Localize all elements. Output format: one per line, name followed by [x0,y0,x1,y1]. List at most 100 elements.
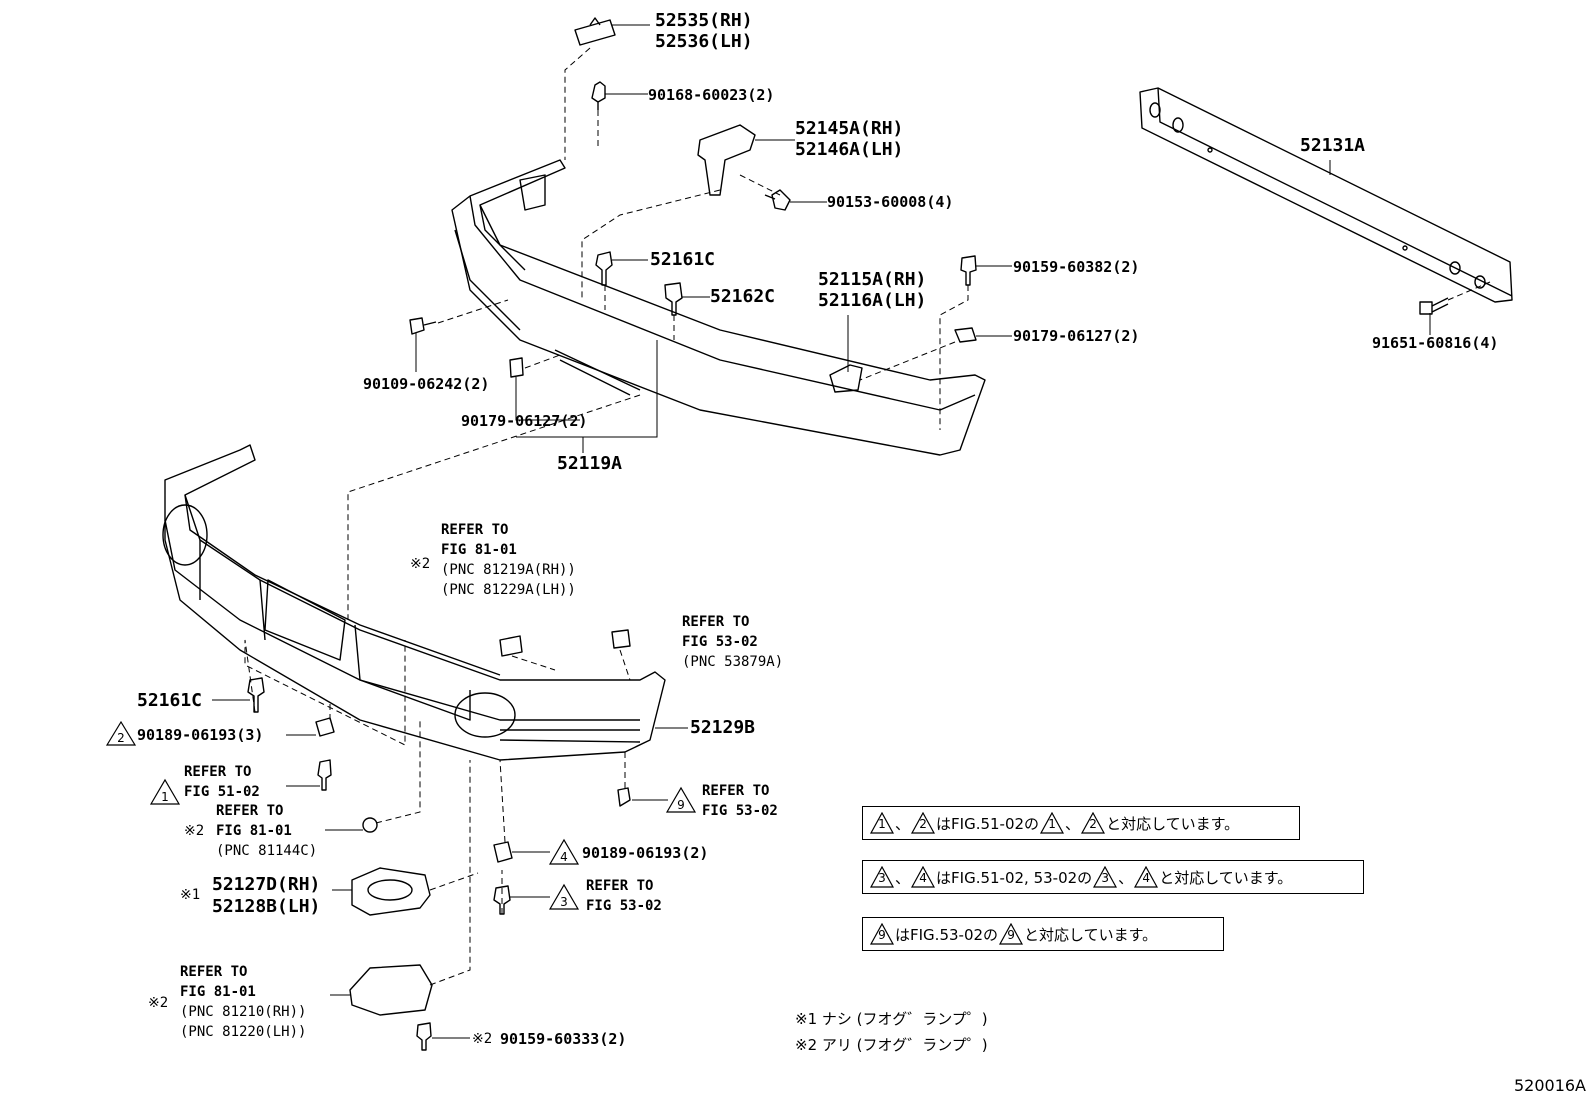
refer-line: (PNC 81144C) [216,843,318,859]
bumper-reinforcement-52131A [1139,87,1513,303]
refer-line: (PNC 53879A) [682,654,784,670]
assembly-lines [244,47,1491,986]
bolt-90168 [591,81,606,110]
tri-label-2: 2 [117,731,125,745]
label-52127D: 52127D(RH) [212,874,321,895]
refer-line: (PNC 81220(LH)) [180,1024,307,1040]
bracket-52115A [829,364,863,393]
clip-52162C [664,282,683,316]
fog-lamp-81210 [349,964,433,1016]
label-52145A: 52145A(RH) [795,118,904,139]
clip-52161C-upper [595,251,613,286]
kome-mark-2-d: ※2 [472,1031,493,1047]
bolt-fig-53-02-b [493,885,511,915]
figure-id: 520016A [1513,1076,1586,1095]
kome-mark-1: ※1 [180,887,201,903]
leader-lines [212,24,1431,1039]
triangle-9-icon: 9 [870,923,894,945]
kome-mark-2-a: ※2 [410,556,431,572]
refer-line: FIG 81-01 [216,823,292,839]
triangle-markers [105,720,697,910]
nut-90179-right [954,327,977,343]
refer-fig-53-02-a: REFER TO FIG 53-02 [702,781,778,821]
note-box-3: 9 はFIG.53-02の 9 と対応しています。 [862,917,1224,951]
label-90168: 90168-60023(2) [648,86,775,104]
note-text: と対応しています。 [1106,814,1240,833]
note-text: はFIG.53-02の [895,925,999,944]
bracket-52535 [574,17,616,46]
legend-kome-1: ※1 ナシ (フオグ゛ランプ゜) [795,1008,988,1029]
label-52146A: 52146A(LH) [795,139,904,160]
refer-line: FIG 81-01 [441,542,517,558]
label-52131A: 52131A [1300,135,1366,156]
nut-90189-06193-3 [315,717,335,737]
label-52128B: 52128B(LH) [212,896,321,917]
refer-line: (PNC 81219A(RH)) [441,562,576,578]
refer-line: (PNC 81210(RH)) [180,1004,307,1020]
triangle-9-icon: 9 [999,923,1024,945]
nut-90189-06193-2 [493,841,513,863]
legend-text: ナシ (フオグ゛ランプ゜) [821,1010,988,1028]
label-91651: 91651-60816(4) [1372,334,1499,352]
refer-line: REFER TO [441,522,509,538]
refer-81219A: REFER TO FIG 81-01 (PNC 81219A(RH)) (PNC… [441,520,576,600]
triangle-4-icon: 4 [1134,866,1159,888]
refer-81210: REFER TO FIG 81-01 (PNC 81210(RH)) (PNC … [180,962,306,1042]
bolt-91651 [1419,297,1449,315]
legend-kome-2: ※2 アリ (フオグ゛ランプ゜) [795,1034,988,1055]
refer-line: FIG 53-02 [586,898,662,914]
label-90189-06193-2: 90189-06193(2) [582,844,709,862]
clip-53879A [611,629,631,649]
label-52119A: 52119A [557,453,623,474]
refer-line: REFER TO [586,878,654,894]
label-90109: 90109-06242(2) [363,375,490,393]
tri-label-9: 9 [677,798,685,812]
bolt-90159-60333 [416,1022,432,1051]
refer-line: REFER TO [180,964,248,980]
triangle-1-icon: 1 [1040,812,1065,834]
label-52162C: 52162C [710,286,776,307]
legend-mark: ※1 [795,1010,818,1028]
tri-label-1: 1 [161,790,169,804]
refer-line: REFER TO [184,764,252,780]
kome-mark-2-c: ※2 [148,995,169,1011]
label-90159-60382: 90159-60382(2) [1013,258,1140,276]
label-52535: 52535(RH) [655,10,753,31]
triangle-2-icon: 2 [911,812,936,834]
fog-cover-52127D [351,867,431,916]
label-90189-06193-3: 90189-06193(3) [137,726,264,744]
refer-line: REFER TO [702,783,770,799]
label-52115A: 52115A(RH) [818,269,927,290]
legend-mark: ※2 [795,1036,818,1054]
note-text: はFIG.51-02の [936,814,1040,833]
note-box-2: 3 、 4 はFIG.51-02, 53-02の 3 、 4 と対応しています。 [862,860,1364,894]
note-text: 、 [1065,814,1081,833]
triangle-4-icon: 4 [911,866,936,888]
cap-81144C [362,817,378,833]
refer-81144C: REFER TO FIG 81-01 (PNC 81144C) [216,801,317,861]
label-90159-60333: 90159-60333(2) [500,1030,627,1048]
refer-fig-51-02: REFER TO FIG 51-02 [184,762,260,802]
triangle-2-icon: 2 [1081,812,1106,834]
kome-mark-2-b: ※2 [184,823,205,839]
tri-label-4: 4 [560,850,568,864]
bolt-fig-51-02 [317,759,332,791]
nut-90179-left [509,357,524,378]
note-text: はFIG.51-02, 53-02の [936,868,1093,887]
tri-label-3: 3 [560,895,568,909]
refer-line: FIG 53-02 [702,803,778,819]
triangle-3-icon: 3 [1093,866,1118,888]
legend-text: アリ (フオグ゛ランプ゜) [821,1036,988,1054]
clip-81219A [499,635,523,657]
bolt-90153 [764,189,791,211]
bumper-cover-52129B [162,444,666,761]
label-90179-right: 90179-06127(2) [1013,327,1140,345]
note-text: と対応しています。 [1024,925,1158,944]
bolt-90109 [409,317,437,335]
label-52536: 52536(LH) [655,31,753,52]
note-text: 、 [895,814,911,833]
refer-line: FIG 53-02 [682,634,758,650]
clip-52161C-lower [247,677,265,713]
refer-fig-53-02-b: REFER TO FIG 53-02 [586,876,662,916]
